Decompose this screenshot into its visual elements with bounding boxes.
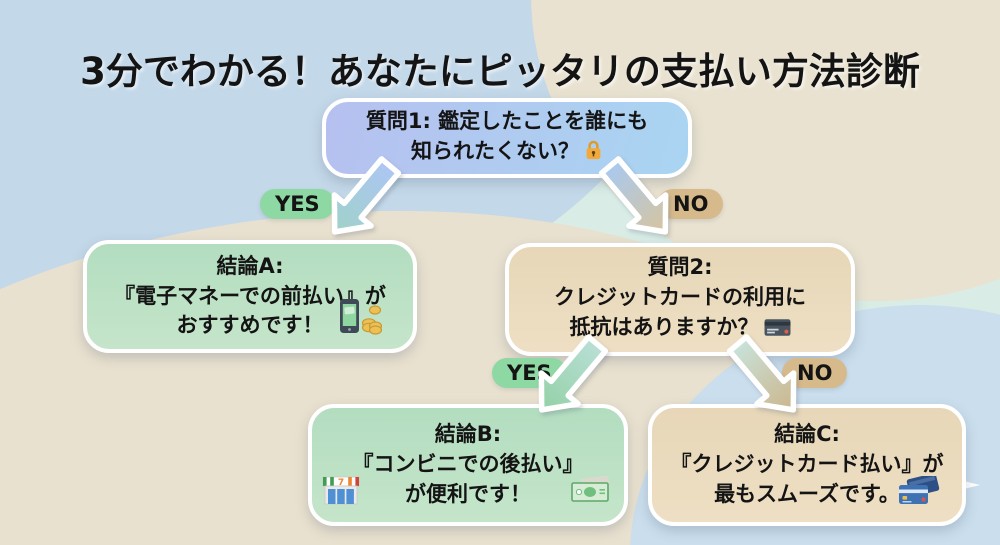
branch2-yes-label: YES xyxy=(492,358,567,388)
question1-box: 質問1: 鑑定したことを誰にも 知られたくない？ xyxy=(322,98,692,178)
page-title: 3分でわかる！あなたにピッタリの支払い方法診断 xyxy=(80,49,920,93)
question2-box: 質問2: クレジットカードの利用に 抵抗はありますか？ xyxy=(505,243,855,356)
credit-card-icon xyxy=(764,316,791,346)
branch2-no-label: NO xyxy=(782,358,848,388)
question1-line2-row: 知られたくない？ xyxy=(411,137,603,170)
conclusion-c-line2: 『クレジットカード払い』が xyxy=(670,452,944,477)
question2-line3-row: 抵抗はありますか？ xyxy=(570,313,791,346)
question1-line1: 質問1: 鑑定したことを誰にも xyxy=(365,108,649,133)
question2-line3: 抵抗はありますか？ xyxy=(569,314,759,339)
conclusion-b-line1: 結論B: xyxy=(434,422,502,447)
conclusion-a-line1: 結論A: xyxy=(216,253,284,278)
conclusion-b-line2: 『コンビニでの後払い』 xyxy=(352,452,584,477)
conclusion-b-line3: が便利です！ xyxy=(405,481,531,506)
conclusion-b-box: 結論B: 『コンビニでの後払い』 が便利です！ 7 xyxy=(308,404,628,526)
question2-line1: 質問2: xyxy=(647,255,713,280)
smartphone-coins-icon xyxy=(337,297,383,344)
conclusion-a-box: 結論A: 『電子マネーでの前払い』が おすすめです！ xyxy=(83,240,417,353)
question2-line2: クレジットカードの利用に xyxy=(554,285,806,310)
svg-text:7: 7 xyxy=(338,478,344,488)
branch1-yes-label: YES xyxy=(260,189,335,219)
lock-icon xyxy=(584,139,603,170)
question1-line2: 知られたくない？ xyxy=(411,138,579,163)
conclusion-c-line3: 最もスムーズです。 xyxy=(714,481,900,506)
convenience-store-icon: 7 xyxy=(322,474,360,515)
conclusion-a-line3: おすすめです！ xyxy=(176,313,324,338)
credit-cards-icon xyxy=(896,473,942,517)
branch1-no-label: NO xyxy=(658,189,724,219)
banknote-icon xyxy=(571,475,611,512)
conclusion-c-line1: 結論C: xyxy=(774,422,840,447)
conclusion-c-box: 結論C: 『クレジットカード払い』が 最もスムーズです。 xyxy=(648,404,966,526)
